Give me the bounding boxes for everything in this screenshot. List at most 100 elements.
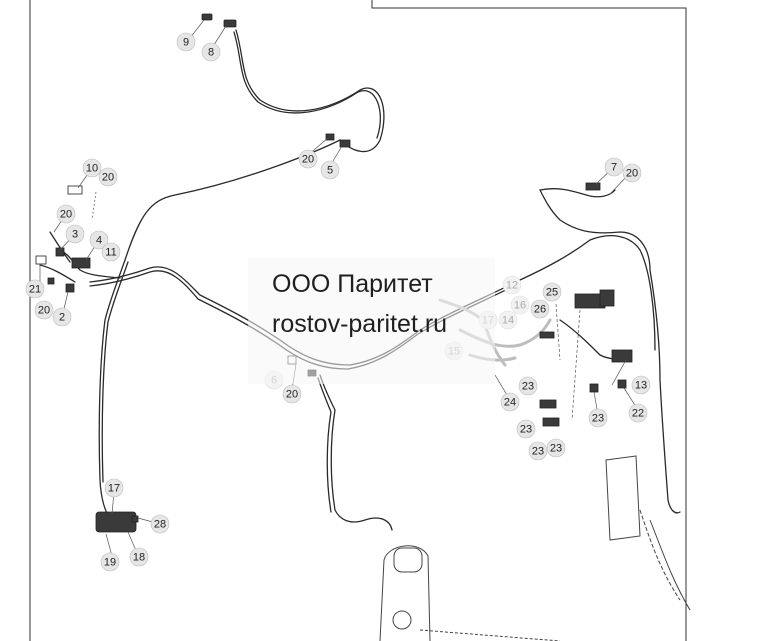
callout-label: 4 (96, 235, 102, 247)
callout-bubble (546, 438, 566, 458)
callout-20: 20 (56, 204, 76, 224)
callout-17: 17 (104, 478, 124, 498)
callout-label: 20 (286, 389, 298, 401)
callout-bubble (100, 552, 120, 572)
callout-9: 9 (176, 32, 196, 52)
callout-label: 21 (29, 284, 41, 296)
callout-bubble (25, 279, 45, 299)
callout-bubble (129, 547, 149, 567)
callout-label: 11 (105, 247, 116, 259)
callout-bubble (518, 376, 538, 396)
callout-23: 23 (588, 408, 608, 428)
callout-bubble (298, 149, 318, 169)
callout-7: 7 (604, 157, 624, 177)
callout-label: 13 (635, 380, 647, 392)
callout-bubble (282, 384, 302, 404)
callout-bubble (588, 408, 608, 428)
callout-11: 11 (101, 242, 121, 262)
callout-label: 10 (86, 163, 98, 175)
callout-bubble (516, 419, 536, 439)
callout-bubble (502, 275, 522, 295)
callout-22: 22 (628, 403, 648, 423)
callout-label: 24 (504, 397, 516, 409)
callout-bubble (604, 157, 624, 177)
watermark-company: ООО Паритет (272, 270, 433, 298)
callout-label: 20 (60, 209, 72, 221)
callout-label: 22 (632, 408, 644, 420)
callout-20: 20 (34, 300, 54, 320)
callout-20: 20 (282, 384, 302, 404)
callout-bubble (530, 299, 550, 319)
callout-bubble (628, 403, 648, 423)
callout-bubble (498, 310, 518, 330)
callout-label: 17 (108, 483, 120, 495)
callout-14: 14 (498, 310, 518, 330)
callout-2: 2 (52, 307, 72, 327)
callout-label: 18 (133, 552, 145, 564)
frame-lines (29, 0, 687, 641)
callout-bubble (528, 441, 548, 461)
callout-label: 20 (102, 172, 114, 184)
callout-label: 20 (38, 305, 50, 317)
callout-label: 20 (626, 168, 638, 180)
callout-label: 8 (208, 47, 214, 59)
callout-bubble (98, 167, 118, 187)
callout-23: 23 (546, 438, 566, 458)
callout-label: 16 (514, 300, 526, 312)
callout-bubble (201, 42, 221, 62)
callout-label: 20 (302, 154, 314, 166)
callout-10: 10 (82, 158, 102, 178)
callout-5: 5 (320, 160, 340, 180)
callout-23: 23 (516, 419, 536, 439)
callout-bubble (500, 392, 520, 412)
callout-25: 25 (542, 282, 562, 302)
callout-26: 26 (530, 299, 550, 319)
callout-24: 24 (500, 392, 520, 412)
callout-label: 19 (104, 557, 116, 569)
callout-bubble (89, 230, 109, 250)
callout-19: 19 (100, 552, 120, 572)
callout-label: 23 (520, 424, 532, 436)
callout-bubble (52, 307, 72, 327)
callout-bubble (101, 242, 121, 262)
watermark: ООО Паритет rostov-paritet.ru (248, 258, 495, 384)
watermark-url: rostov-paritet.ru (272, 310, 448, 338)
callout-20: 20 (298, 149, 318, 169)
callout-8: 8 (201, 42, 221, 62)
callout-label: 3 (72, 229, 78, 241)
callout-23: 23 (518, 376, 538, 396)
callout-label: 26 (534, 304, 546, 316)
callout-bubble (82, 158, 102, 178)
callout-label: 23 (550, 443, 562, 455)
callout-bubble (320, 160, 340, 180)
callout-23: 23 (528, 441, 548, 461)
harness-cables (39, 29, 681, 531)
callout-label: 25 (546, 287, 558, 299)
callout-12: 12 (502, 275, 522, 295)
callout-label: 7 (611, 162, 617, 174)
callout-bubble (65, 224, 85, 244)
callout-label: 14 (502, 315, 514, 327)
callout-3: 3 (65, 224, 85, 244)
callout-label: 28 (154, 519, 166, 531)
callout-20: 20 (98, 167, 118, 187)
callout-bubble (176, 32, 196, 52)
callout-20: 20 (622, 163, 642, 183)
callout-label: 12 (506, 280, 518, 292)
callout-bubble (631, 375, 651, 395)
callout-label: 23 (592, 413, 604, 425)
callout-bubble (150, 514, 170, 534)
callout-16: 16 (510, 295, 530, 315)
callout-label: 23 (522, 381, 534, 393)
callout-bubble (56, 204, 76, 224)
callout-18: 18 (129, 547, 149, 567)
callout-label: 2 (59, 312, 65, 324)
callout-bubble (510, 295, 530, 315)
vehicle-outline (379, 455, 691, 641)
callout-4: 4 (89, 230, 109, 250)
callout-bubble (104, 478, 124, 498)
callout-bubble (542, 282, 562, 302)
callout-bubble (34, 300, 54, 320)
callout-label: 5 (327, 165, 333, 177)
callout-bubble (622, 163, 642, 183)
